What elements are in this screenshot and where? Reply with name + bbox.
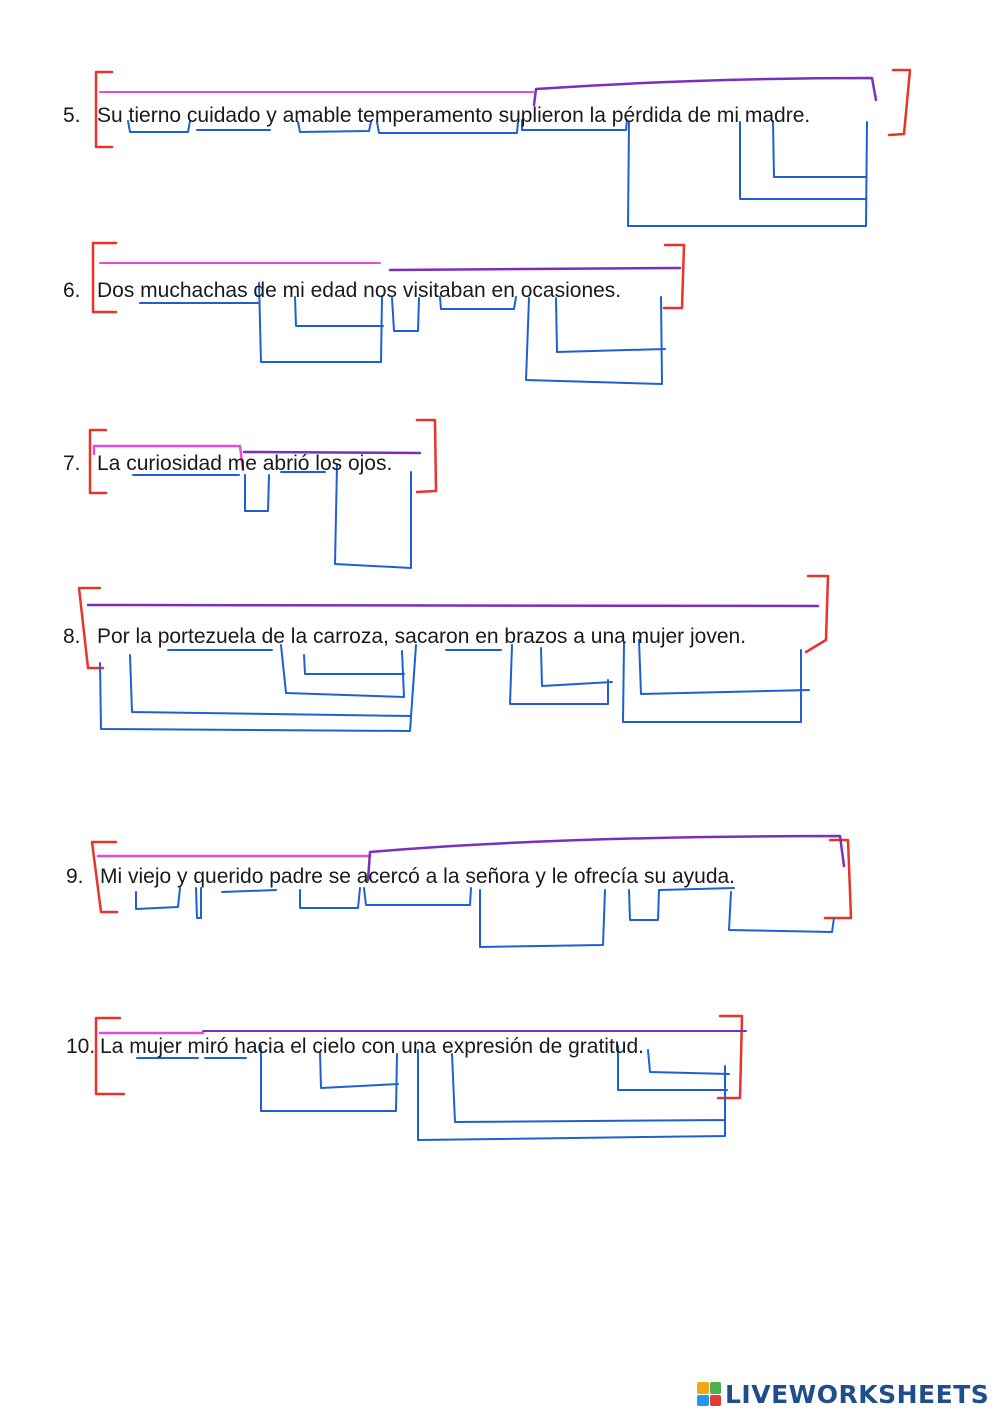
- annotation-sentence-9: [90, 834, 853, 948]
- predicate-line-6: [388, 266, 682, 272]
- annotation-sentence-8: [77, 574, 830, 732]
- analysis-marks-5: [127, 119, 868, 227]
- subject-line-7: [92, 444, 245, 472]
- sentence-9: 9. Mi viejo y querido padre se acercó a l…: [66, 865, 735, 889]
- predicate-line-8: [86, 603, 820, 608]
- analysis-marks-7: [132, 464, 412, 569]
- bracket-left-8: [77, 586, 105, 670]
- sentence-number: 9.: [66, 865, 84, 888]
- predicate-line-9: [366, 834, 846, 882]
- sentence-text: La curiosidad me abrió los ojos.: [97, 452, 393, 475]
- bracket-right-10: [716, 1014, 744, 1100]
- sentence-number: 8.: [63, 625, 81, 648]
- brand-name: LIVEWORKSHEETS: [725, 1379, 990, 1409]
- annotation-sentence-5: [94, 68, 912, 227]
- sentence-6: 6. Dos muchachas de mi edad nos visitaban…: [63, 279, 621, 303]
- sentence-text: Su tierno cuidado y amable temperamento …: [97, 104, 811, 127]
- liveworksheets-logo-icon: [697, 1382, 721, 1406]
- predicate-line-5: [532, 76, 878, 107]
- predicate-line-7: [242, 450, 422, 455]
- bracket-left-10: [94, 1016, 126, 1096]
- bracket-right-8: [804, 574, 830, 654]
- bracket-left-7: [88, 428, 108, 495]
- sentence-text: Mi viejo y querido padre se acercó a la …: [100, 865, 736, 888]
- sentence-10: 10.La mujer miró hacia el cielo con una …: [66, 1035, 644, 1059]
- liveworksheets-logo[interactable]: LIVEWORKSHEETS: [697, 1379, 989, 1409]
- bracket-right-5: [887, 68, 912, 137]
- sentence-text: Dos muchachas de mi edad nos visitaban e…: [97, 279, 622, 302]
- sentence-8: 8. Por la portezuela de la carroza, sacar…: [63, 625, 746, 649]
- analysis-marks-8: [99, 639, 810, 732]
- bracket-left-5: [94, 70, 114, 149]
- sentence-number: 10.: [66, 1035, 96, 1058]
- sentence-text: La mujer miró hacia el cielo con una exp…: [100, 1035, 644, 1058]
- annotation-sentence-7: [88, 418, 438, 569]
- analysis-marks-9: [135, 887, 835, 948]
- sentence-number: 5.: [63, 104, 81, 127]
- sentence-text: Por la portezuela de la carroza, sacaron…: [97, 625, 747, 648]
- annotation-sentence-6: [91, 241, 686, 385]
- bracket-left-6: [91, 241, 118, 314]
- analysis-marks-6: [139, 282, 666, 385]
- analysis-marks-10: [136, 1045, 730, 1141]
- sentence-7: 7. La curiosidad me abrió los ojos.: [63, 452, 392, 476]
- annotation-sentence-10: [94, 1014, 747, 1141]
- bracket-right-7: [415, 418, 438, 494]
- bracket-right-9: [823, 838, 853, 920]
- sentence-number: 7.: [63, 452, 81, 475]
- sentence-number: 6.: [63, 279, 81, 302]
- bracket-right-6: [662, 243, 686, 310]
- sentence-5: 5. Su tierno cuidado y amable temperament…: [63, 104, 810, 128]
- bracket-left-9: [90, 840, 119, 914]
